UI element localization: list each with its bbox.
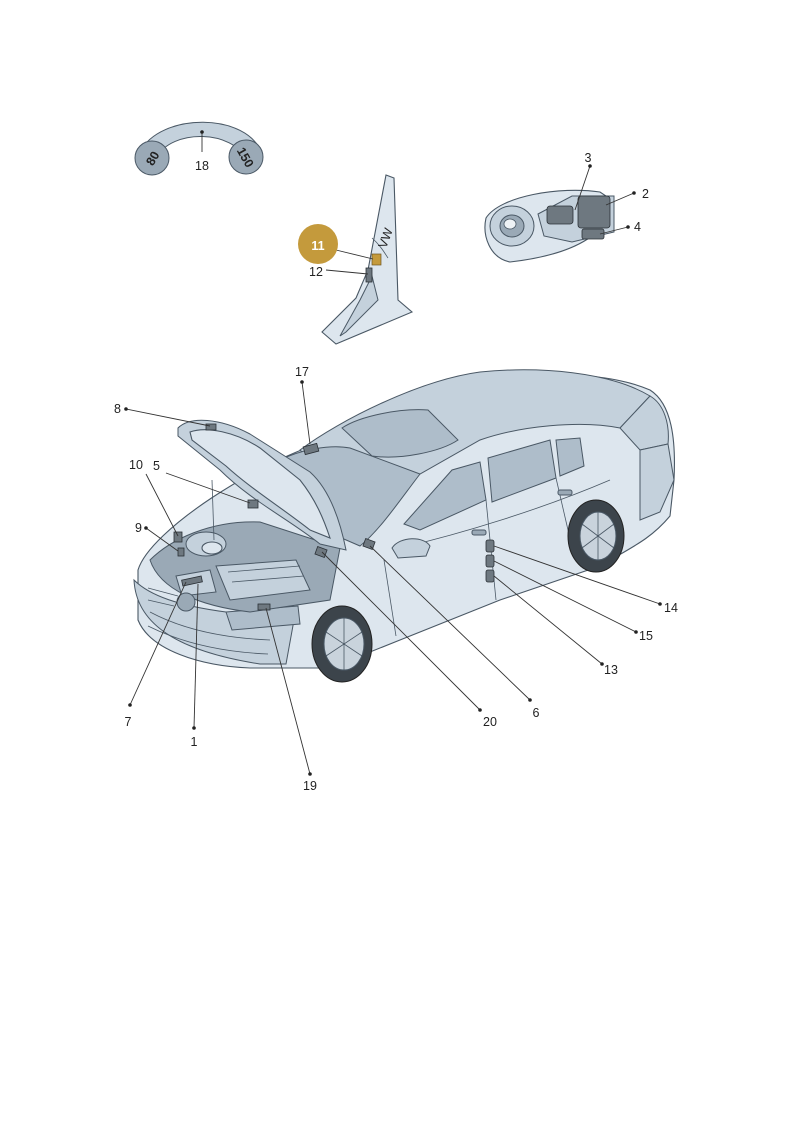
callout-1: 1 [191, 735, 198, 749]
callout-15: 15 [639, 629, 653, 643]
callout-20: 20 [483, 715, 497, 729]
callout-11[interactable]: 11 [311, 239, 324, 253]
callout-19: 19 [303, 779, 317, 793]
callout-13: 13 [604, 663, 618, 677]
callout-6: 6 [533, 706, 540, 720]
callout-17: 17 [295, 365, 309, 379]
callout-2: 2 [642, 187, 649, 201]
pillar-detail: VW [321, 174, 414, 345]
callout-12: 12 [309, 265, 323, 279]
highlight-badge-11[interactable] [298, 224, 338, 264]
callout-10: 10 [129, 458, 143, 472]
callout-9: 9 [135, 521, 142, 535]
callout-14: 14 [664, 601, 678, 615]
fuel-flap-detail [484, 164, 636, 263]
callout-8: 8 [114, 402, 121, 416]
callout-3: 3 [585, 151, 592, 165]
leader-lines [124, 380, 662, 776]
speed-sticker: 80 150 [134, 121, 264, 176]
callout-5: 5 [153, 459, 160, 473]
car-illustration [133, 369, 675, 683]
speed-value-left: 80 [143, 149, 162, 168]
callout-7: 7 [125, 715, 132, 729]
pillar-label-text: VW [376, 226, 396, 250]
callout-18: 18 [195, 159, 209, 173]
callout-4: 4 [634, 220, 641, 234]
